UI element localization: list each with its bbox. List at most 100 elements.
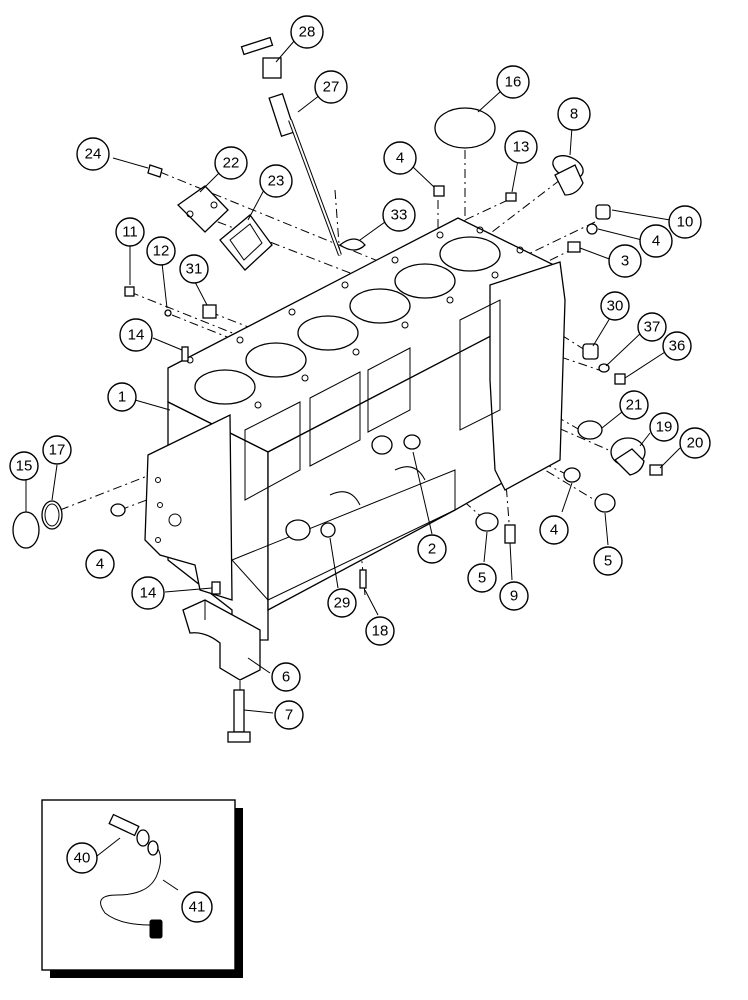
callout-label: 10 — [677, 214, 694, 231]
callout-label: 41 — [189, 899, 206, 916]
plug-4-left — [110, 503, 126, 517]
cylinder-bore-1 — [194, 369, 256, 405]
callout-4-right[interactable]: 4 — [639, 224, 673, 258]
inset-panel — [41, 799, 243, 978]
callout-label: 5 — [604, 553, 612, 570]
callout-14-bottom[interactable]: 14 — [131, 576, 165, 610]
dowel-14-bottom — [211, 581, 221, 595]
callout-27[interactable]: 27 — [314, 70, 348, 104]
callout-5-center[interactable]: 5 — [467, 563, 497, 593]
callout-4-left[interactable]: 4 — [85, 549, 115, 579]
callout-15[interactable]: 15 — [9, 451, 39, 481]
callout-3[interactable]: 3 — [608, 244, 642, 278]
callout-31[interactable]: 31 — [179, 254, 209, 284]
callout-label: 12 — [153, 243, 170, 260]
plug-31 — [202, 304, 217, 319]
callout-40[interactable]: 40 — [66, 842, 98, 874]
deck-bolt-holes — [186, 226, 524, 409]
callout-19[interactable]: 19 — [649, 412, 679, 442]
callout-4-top[interactable]: 4 — [383, 141, 417, 175]
callout-label: 6 — [282, 669, 290, 686]
callout-label: 40 — [74, 850, 91, 867]
plug-4-top — [433, 185, 445, 197]
plug-36 — [614, 373, 626, 385]
callout-9[interactable]: 9 — [499, 581, 529, 611]
harness-connector — [149, 919, 163, 939]
callout-36[interactable]: 36 — [662, 331, 692, 361]
callout-label: 2 — [428, 541, 436, 558]
callout-22[interactable]: 22 — [214, 146, 248, 180]
plug-10 — [595, 204, 611, 220]
callout-4-lower-right[interactable]: 4 — [539, 515, 569, 545]
block-side-pockets — [244, 299, 501, 501]
dipstick-clip — [338, 238, 366, 251]
callout-14-top[interactable]: 14 — [119, 318, 153, 352]
gasket — [219, 214, 273, 271]
callout-label: 36 — [669, 338, 686, 355]
callout-label: 13 — [513, 139, 530, 156]
temperature-sensor — [108, 813, 150, 847]
callout-7[interactable]: 7 — [274, 700, 304, 730]
capscrew-24 — [147, 164, 163, 178]
callout-label: 19 — [656, 419, 673, 436]
callout-label: 5 — [478, 570, 486, 587]
callout-11[interactable]: 11 — [115, 217, 145, 247]
plug-11 — [124, 286, 135, 297]
callout-label: 33 — [391, 207, 408, 224]
callout-8[interactable]: 8 — [557, 97, 591, 131]
callout-30[interactable]: 30 — [600, 291, 630, 321]
callout-13[interactable]: 13 — [504, 130, 538, 164]
callout-label: 28 — [299, 24, 316, 41]
plug-2 — [403, 434, 421, 450]
fitting-19 — [610, 437, 646, 476]
callout-21[interactable]: 21 — [619, 390, 649, 420]
callout-24[interactable]: 24 — [76, 137, 110, 171]
callout-label: 3 — [621, 253, 629, 270]
plug-4-right — [586, 223, 598, 235]
cylinder-bore-2 — [245, 342, 307, 378]
ball-12 — [164, 309, 172, 317]
callout-17[interactable]: 17 — [42, 435, 72, 465]
plug-20 — [649, 464, 663, 476]
callout-16[interactable]: 16 — [496, 65, 530, 99]
callout-5-right[interactable]: 5 — [593, 546, 623, 576]
callout-label: 27 — [323, 79, 340, 96]
callout-label: 18 — [372, 623, 389, 640]
cup-plug-15 — [12, 511, 40, 549]
plug-30 — [582, 343, 599, 360]
callout-label: 31 — [186, 261, 203, 278]
callout-10[interactable]: 10 — [668, 205, 702, 239]
callout-label: 4 — [96, 556, 104, 573]
oring-21 — [577, 420, 603, 440]
callout-28[interactable]: 28 — [290, 15, 324, 49]
callout-23[interactable]: 23 — [259, 164, 293, 198]
callout-12[interactable]: 12 — [146, 236, 176, 266]
main-bearing-bolt — [227, 689, 251, 743]
callout-label: 14 — [128, 327, 145, 344]
callout-2[interactable]: 2 — [417, 534, 447, 564]
dowel-14-top — [181, 346, 189, 362]
cup-plug — [552, 155, 584, 196]
callout-6[interactable]: 6 — [271, 662, 301, 692]
cylinder-bore-3 — [297, 315, 359, 351]
callout-label: 4 — [652, 233, 660, 250]
callout-label: 22 — [223, 155, 240, 172]
callout-label: 9 — [510, 588, 518, 605]
callout-37[interactable]: 37 — [637, 312, 667, 342]
cylinder-block — [144, 217, 566, 641]
callout-1[interactable]: 1 — [107, 382, 137, 412]
main-bearing-cap — [182, 599, 261, 681]
callout-20[interactable]: 20 — [679, 427, 711, 459]
callout-29[interactable]: 29 — [327, 588, 357, 618]
callout-33[interactable]: 33 — [382, 198, 416, 232]
callout-label: 20 — [687, 435, 704, 452]
callout-label: 11 — [122, 224, 138, 241]
callout-18[interactable]: 18 — [365, 616, 395, 646]
callout-label: 14 — [140, 585, 157, 602]
callout-label: 21 — [626, 397, 643, 414]
boss-2 — [371, 435, 393, 455]
dipstick-assembly — [240, 36, 342, 256]
callout-label: 8 — [570, 106, 578, 123]
callout-41[interactable]: 41 — [181, 891, 213, 923]
